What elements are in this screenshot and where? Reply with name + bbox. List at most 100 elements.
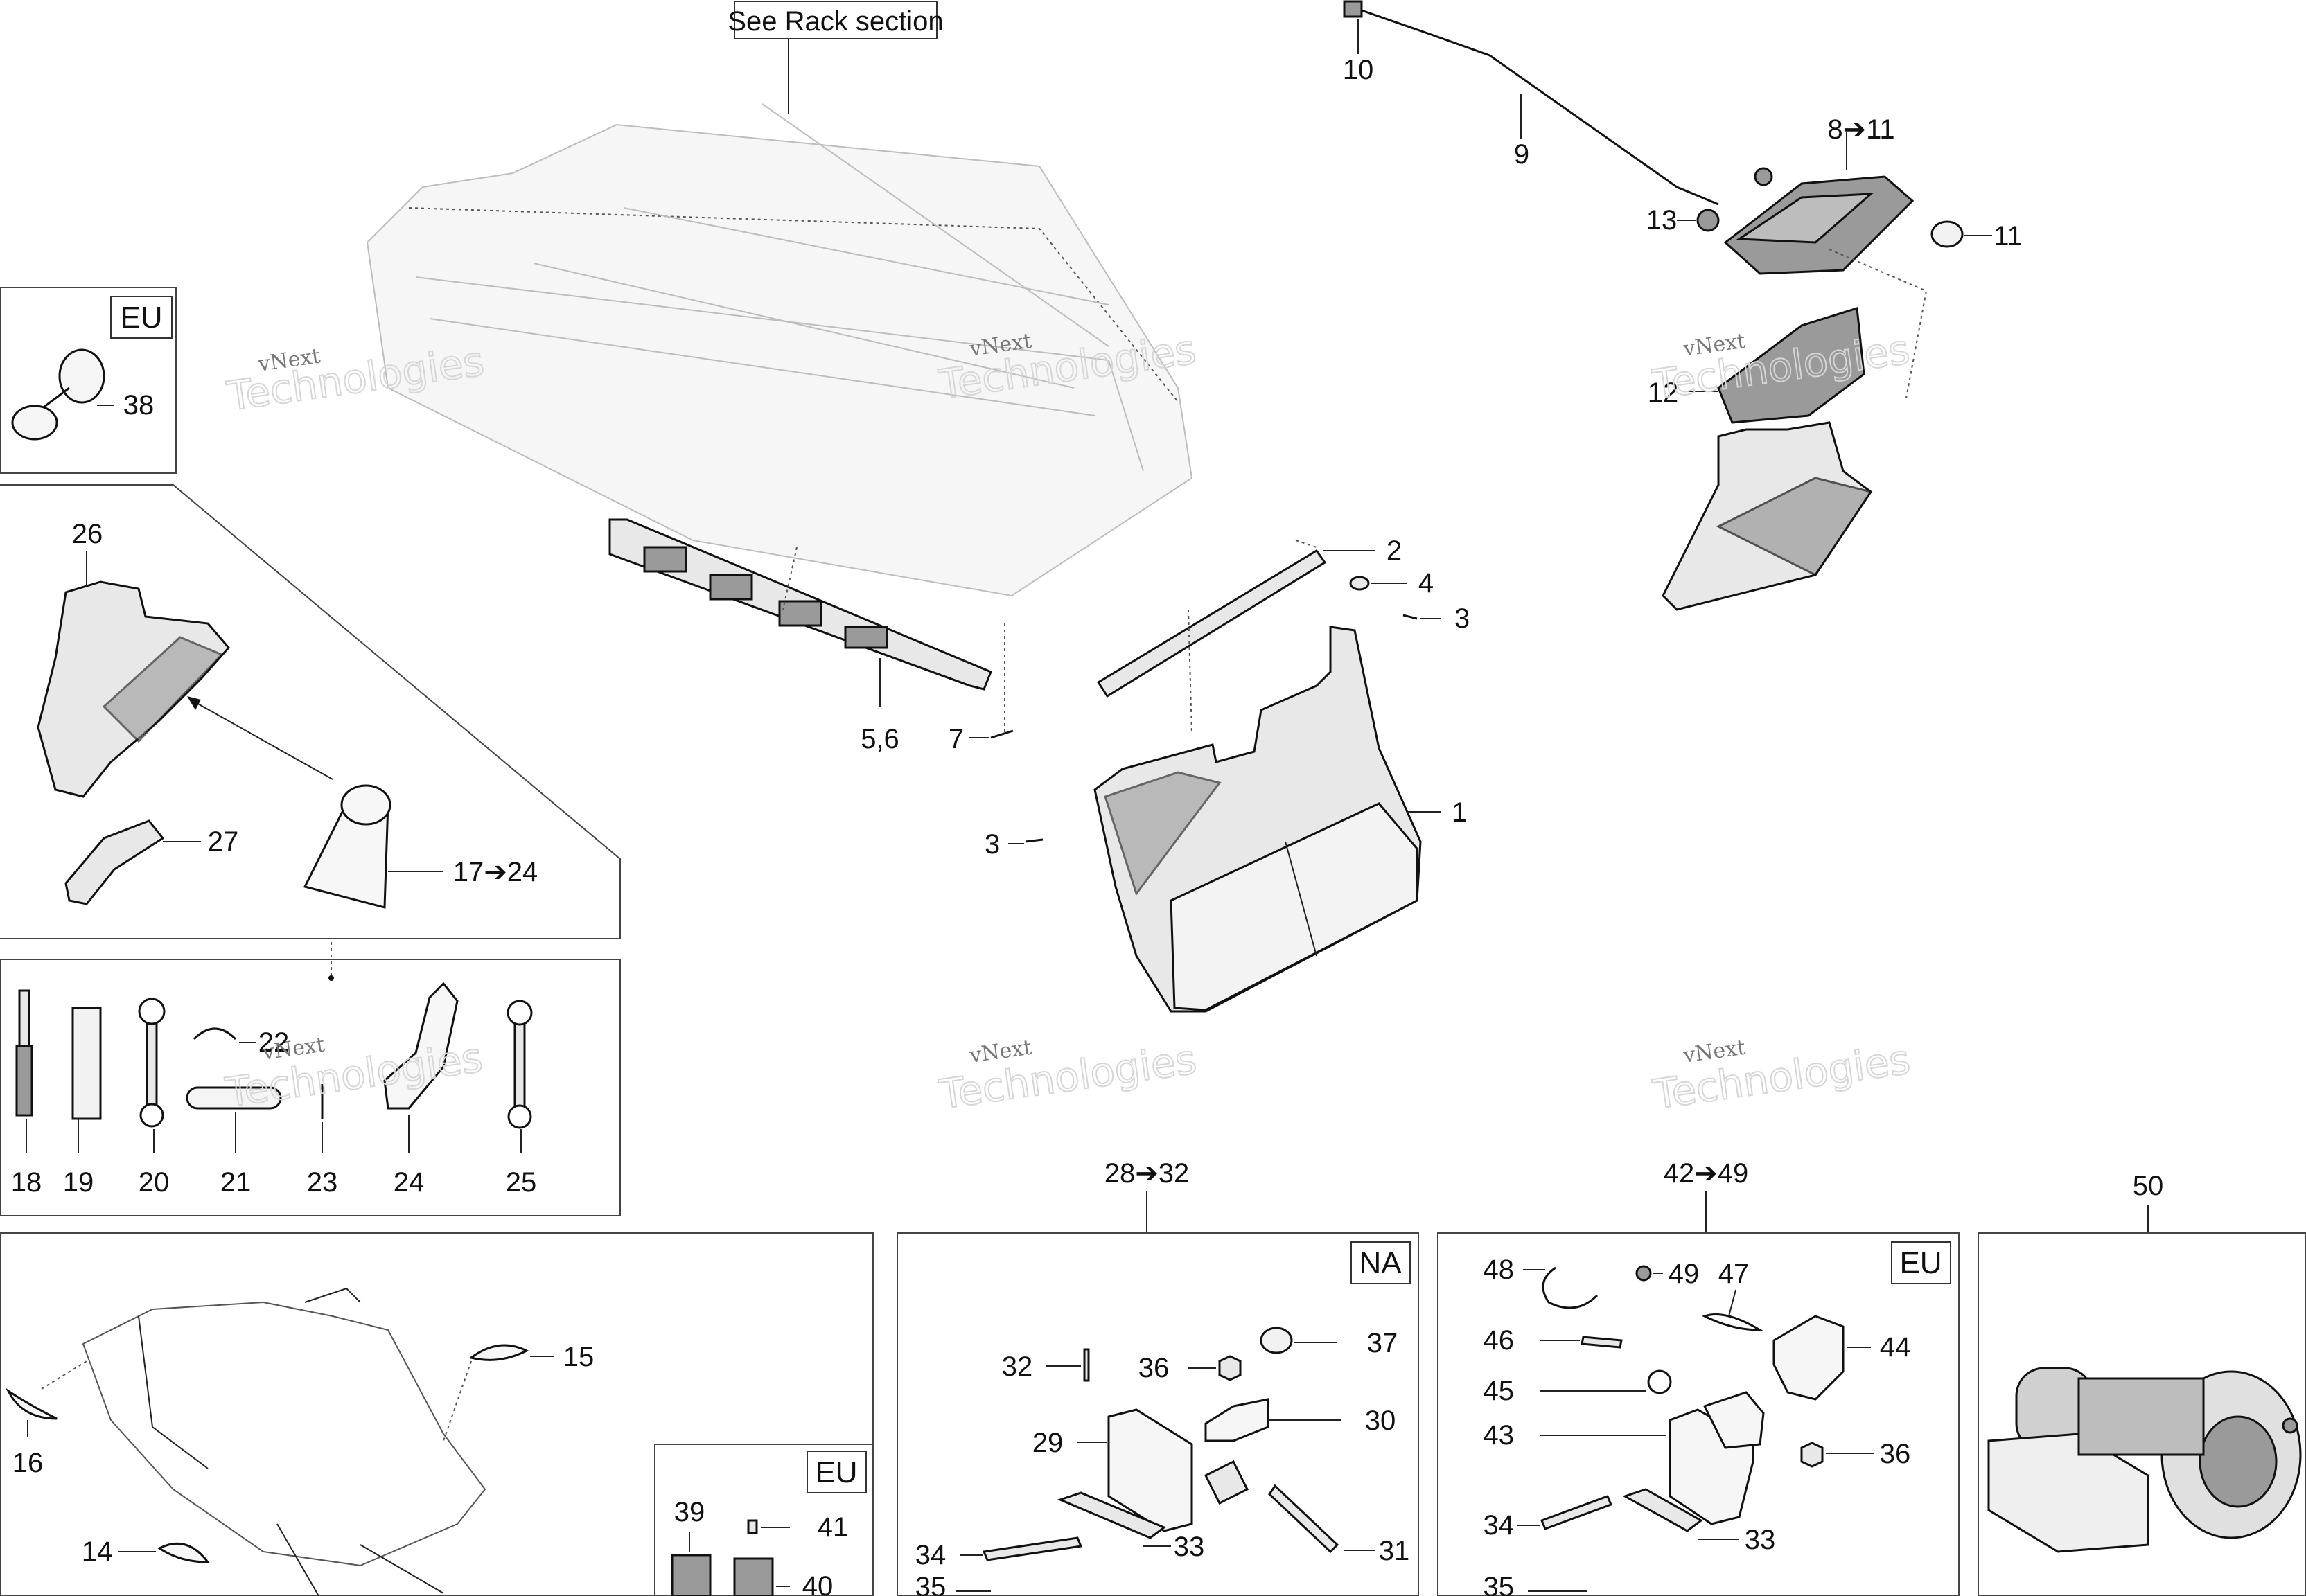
label-32: 32 — [1002, 1351, 1033, 1382]
light-housing-12[interactable]: 12 — [1648, 249, 1928, 611]
plate-33-eu[interactable]: 33 — [1622, 1488, 1775, 1555]
wrench-25[interactable]: 25 — [506, 1000, 537, 1198]
label-34-eu: 34 — [1484, 1510, 1515, 1541]
label-10: 10 — [1343, 55, 1374, 85]
nut-36-na[interactable]: 36 — [1138, 1353, 1242, 1383]
label-3-top: 3 — [1454, 603, 1470, 634]
label-43: 43 — [1484, 1420, 1515, 1451]
plate-39[interactable]: 39 — [671, 1497, 712, 1596]
bolt-34-na[interactable]: 34 — [915, 1536, 1083, 1570]
screw-3-bottom[interactable]: 3 — [985, 829, 1044, 860]
label-14: 14 — [82, 1536, 113, 1567]
hitch-30[interactable]: 30 — [1204, 1398, 1396, 1505]
reflector-16[interactable]: 16 — [6, 1360, 87, 1478]
rack-ghost — [366, 103, 1193, 597]
region-tag-na: NA — [1359, 1246, 1402, 1280]
toolbox-26[interactable]: 26 — [37, 519, 230, 798]
region-tag-eu-top: EU — [120, 301, 162, 335]
label-48: 48 — [1484, 1254, 1515, 1285]
grommet-13[interactable]: 13 — [1646, 167, 1773, 236]
spanner-24[interactable]: 24 — [383, 982, 459, 1198]
spark-plug-socket-19[interactable]: 19 — [63, 1007, 102, 1198]
na-hitch-box: 28➔32 NA 32 36 37 29 30 — [897, 1158, 1419, 1596]
winch-box: 50 — [1978, 1171, 2306, 1596]
pin-46[interactable]: 46 — [1484, 1325, 1623, 1356]
pin-31[interactable]: 31 — [1268, 1484, 1410, 1566]
label-5-6: 5,6 — [861, 724, 899, 754]
bolt-34-eu[interactable]: 34 — [1484, 1495, 1612, 1541]
tail-light-8[interactable]: 8➔11 — [1723, 114, 1915, 275]
label-33-na: 33 — [1174, 1532, 1205, 1562]
bracket-44[interactable]: 44 — [1772, 1315, 1910, 1401]
label-9: 9 — [1514, 139, 1529, 170]
clip-47[interactable]: 47 — [1702, 1259, 1764, 1331]
bushing-37[interactable]: 37 — [1260, 1327, 1398, 1358]
label-22: 22 — [258, 1027, 290, 1058]
reflector-38[interactable]: 38 — [11, 348, 155, 441]
spring-45[interactable]: 45 — [1484, 1369, 1672, 1406]
label-2: 2 — [1387, 535, 1402, 566]
label-49: 49 — [1669, 1259, 1700, 1289]
region-tag-eu-box: EU — [1899, 1246, 1942, 1280]
label-37: 37 — [1367, 1328, 1398, 1358]
screw-7[interactable]: 7 — [949, 724, 1014, 754]
fastener-49[interactable]: 49 — [1635, 1259, 1700, 1289]
see-rack-section-note[interactable]: See Rack section — [728, 1, 944, 114]
label-27: 27 — [208, 826, 239, 857]
label-3-bottom: 3 — [985, 829, 1000, 860]
washer-4[interactable]: 4 — [1349, 568, 1434, 598]
bolt-35-eu[interactable]: 35 — [1484, 1572, 1587, 1596]
label-23: 23 — [307, 1167, 338, 1198]
label-28-32: 28➔32 — [1104, 1158, 1190, 1189]
reflector-15[interactable]: 15 — [443, 1342, 595, 1442]
snowmobile-outline — [82, 1287, 486, 1596]
region-tag-eu-small: EU — [815, 1455, 857, 1489]
see-rack-section-text: See Rack section — [728, 6, 943, 37]
rear-flap-1[interactable]: 1 — [1093, 609, 1467, 1013]
wire-harness-9-10[interactable]: 10 9 — [1343, 0, 1719, 206]
label-40: 40 — [802, 1571, 834, 1596]
label-38: 38 — [123, 390, 155, 420]
label-34-na: 34 — [915, 1540, 947, 1570]
fastener-41[interactable]: 41 — [747, 1512, 848, 1543]
label-31: 31 — [1379, 1536, 1410, 1566]
screwdriver-18[interactable]: 18 — [11, 989, 42, 1198]
clip-22[interactable]: 22 — [193, 1027, 290, 1058]
label-47: 47 — [1718, 1259, 1750, 1289]
plate-43[interactable]: 43 — [1484, 1391, 1765, 1525]
eu-box-small: EU 39 40 41 — [654, 1444, 874, 1596]
pin-23[interactable]: 23 — [307, 1084, 338, 1198]
label-29: 29 — [1032, 1428, 1064, 1458]
eu-hitch-box: 42➔49 EU 48 49 47 46 44 — [1437, 1158, 1960, 1596]
tool-kit-17-24[interactable]: 17➔24 — [187, 696, 538, 981]
pin-32[interactable]: 32 — [1002, 1348, 1090, 1382]
label-45: 45 — [1484, 1376, 1515, 1406]
watermark-6: vNext Technologies — [1649, 1035, 1913, 1119]
strap-21[interactable]: 21 — [186, 1086, 282, 1198]
wrench-20[interactable]: 20 — [138, 998, 170, 1198]
label-15: 15 — [563, 1342, 595, 1372]
bulb-11[interactable]: 11 — [1930, 220, 2023, 251]
label-4: 4 — [1418, 568, 1434, 598]
screw-3-top[interactable]: 3 — [1402, 603, 1470, 634]
label-7: 7 — [949, 724, 964, 754]
label-42-49: 42➔49 — [1664, 1158, 1749, 1189]
side-rail-part[interactable]: 5,6 — [608, 518, 1005, 754]
plate-33-na[interactable]: 33 — [1057, 1491, 1205, 1562]
winch-50[interactable] — [1987, 1367, 2302, 1553]
strap-27[interactable]: 27 — [64, 819, 239, 905]
label-26: 26 — [72, 519, 103, 549]
nut-36-eu[interactable]: 36 — [1800, 1439, 1910, 1469]
plate-29[interactable]: 29 — [1032, 1408, 1193, 1532]
label-13: 13 — [1646, 205, 1678, 236]
label-19: 19 — [63, 1167, 94, 1198]
label-12: 12 — [1648, 378, 1679, 408]
strip-2[interactable]: 2 — [1096, 535, 1402, 698]
bolt-35-na[interactable]: 35 — [915, 1572, 991, 1596]
label-16: 16 — [12, 1448, 44, 1478]
bracket-40[interactable]: 40 — [733, 1557, 834, 1596]
reflector-14[interactable]: 14 — [82, 1536, 211, 1567]
lanyard-48[interactable]: 48 — [1484, 1254, 1599, 1309]
